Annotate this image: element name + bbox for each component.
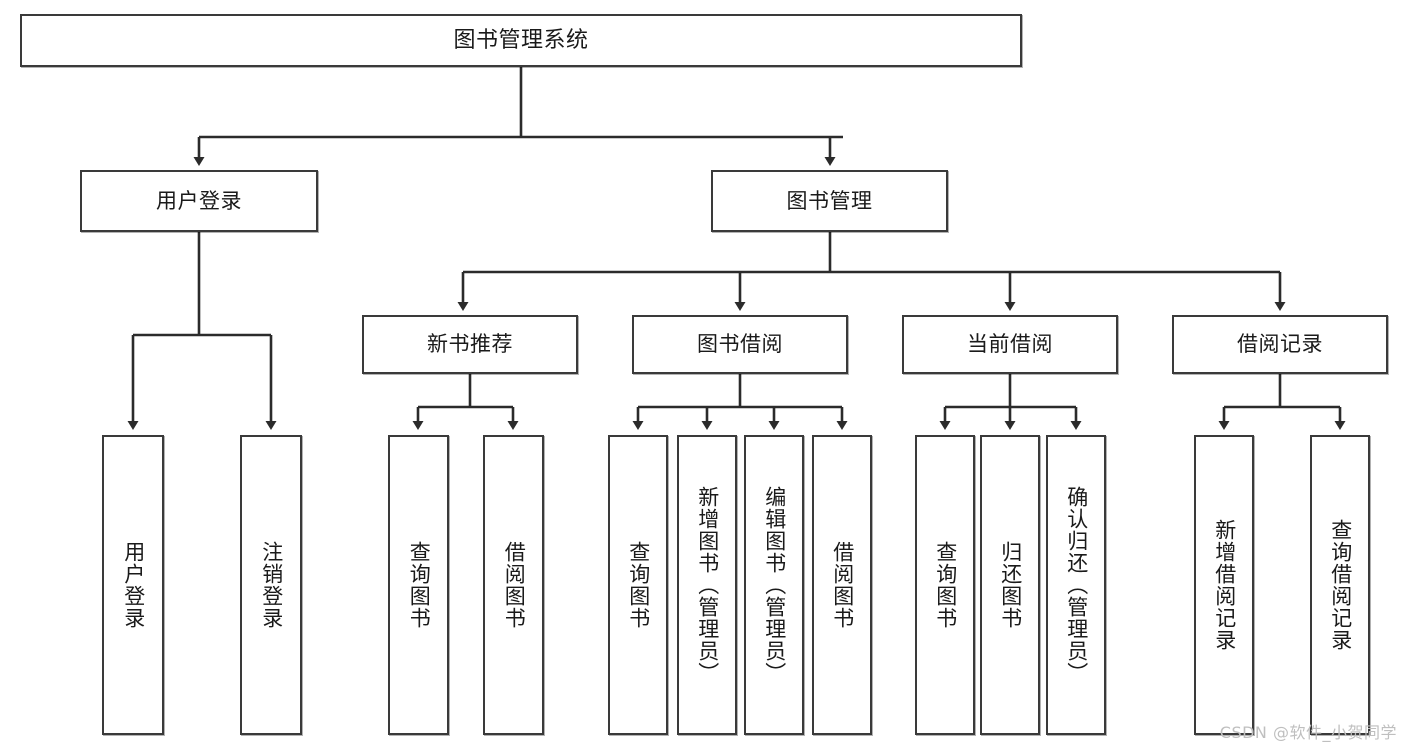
node-label: 借阅图书 (830, 541, 855, 629)
node-leaf-confirm-return[interactable]: 确认归还（管理员） (1046, 435, 1106, 735)
node-leaf-add-book[interactable]: 新增图书（管理员） (677, 435, 737, 735)
node-label: 用户登录 (121, 541, 146, 629)
node-user-login[interactable]: 用户登录 (80, 170, 318, 232)
csdn-watermark: CSDN @软件_小贺同学 (1219, 723, 1397, 742)
node-label: 新增借阅记录 (1212, 519, 1237, 651)
node-label: 借阅图书 (502, 541, 527, 629)
node-leaf-borrow-book-1[interactable]: 借阅图书 (483, 435, 544, 735)
node-leaf-return-book[interactable]: 归还图书 (980, 435, 1040, 735)
node-label: 当前借阅 (967, 332, 1053, 357)
node-leaf-query-record[interactable]: 查询借阅记录 (1310, 435, 1370, 735)
node-label: 查询图书 (626, 541, 651, 629)
node-label: 查询借阅记录 (1328, 519, 1353, 651)
node-leaf-edit-book[interactable]: 编辑图书（管理员） (744, 435, 804, 735)
node-root-system[interactable]: 图书管理系统 (20, 14, 1022, 67)
node-label: 图书管理 (786, 188, 873, 213)
node-label: 借阅记录 (1237, 332, 1323, 357)
node-leaf-query-book-2[interactable]: 查询图书 (608, 435, 668, 735)
node-leaf-add-record[interactable]: 新增借阅记录 (1194, 435, 1254, 735)
node-label: 图书借阅 (697, 332, 783, 357)
node-new-book-recommend[interactable]: 新书推荐 (362, 315, 578, 374)
node-borrow-record[interactable]: 借阅记录 (1172, 315, 1388, 374)
node-book-borrow[interactable]: 图书借阅 (632, 315, 848, 374)
node-label: 编辑图书（管理员） (762, 486, 787, 684)
node-leaf-borrow-book-2[interactable]: 借阅图书 (812, 435, 872, 735)
node-label: 新增图书（管理员） (695, 486, 720, 684)
node-current-borrow[interactable]: 当前借阅 (902, 315, 1118, 374)
node-leaf-query-book-3[interactable]: 查询图书 (915, 435, 975, 735)
node-leaf-user-login[interactable]: 用户登录 (102, 435, 164, 735)
node-book-manage[interactable]: 图书管理 (711, 170, 948, 232)
node-label: 新书推荐 (427, 332, 513, 357)
node-label: 图书管理系统 (453, 27, 589, 53)
node-leaf-logout-login[interactable]: 注销登录 (240, 435, 302, 735)
node-label: 归还图书 (998, 541, 1023, 629)
node-label: 确认归还（管理员） (1064, 486, 1089, 684)
node-label: 注销登录 (259, 541, 284, 629)
node-label: 查询图书 (407, 541, 432, 629)
node-label: 查询图书 (933, 541, 958, 629)
node-label: 用户登录 (156, 188, 242, 213)
node-leaf-query-book-1[interactable]: 查询图书 (388, 435, 449, 735)
